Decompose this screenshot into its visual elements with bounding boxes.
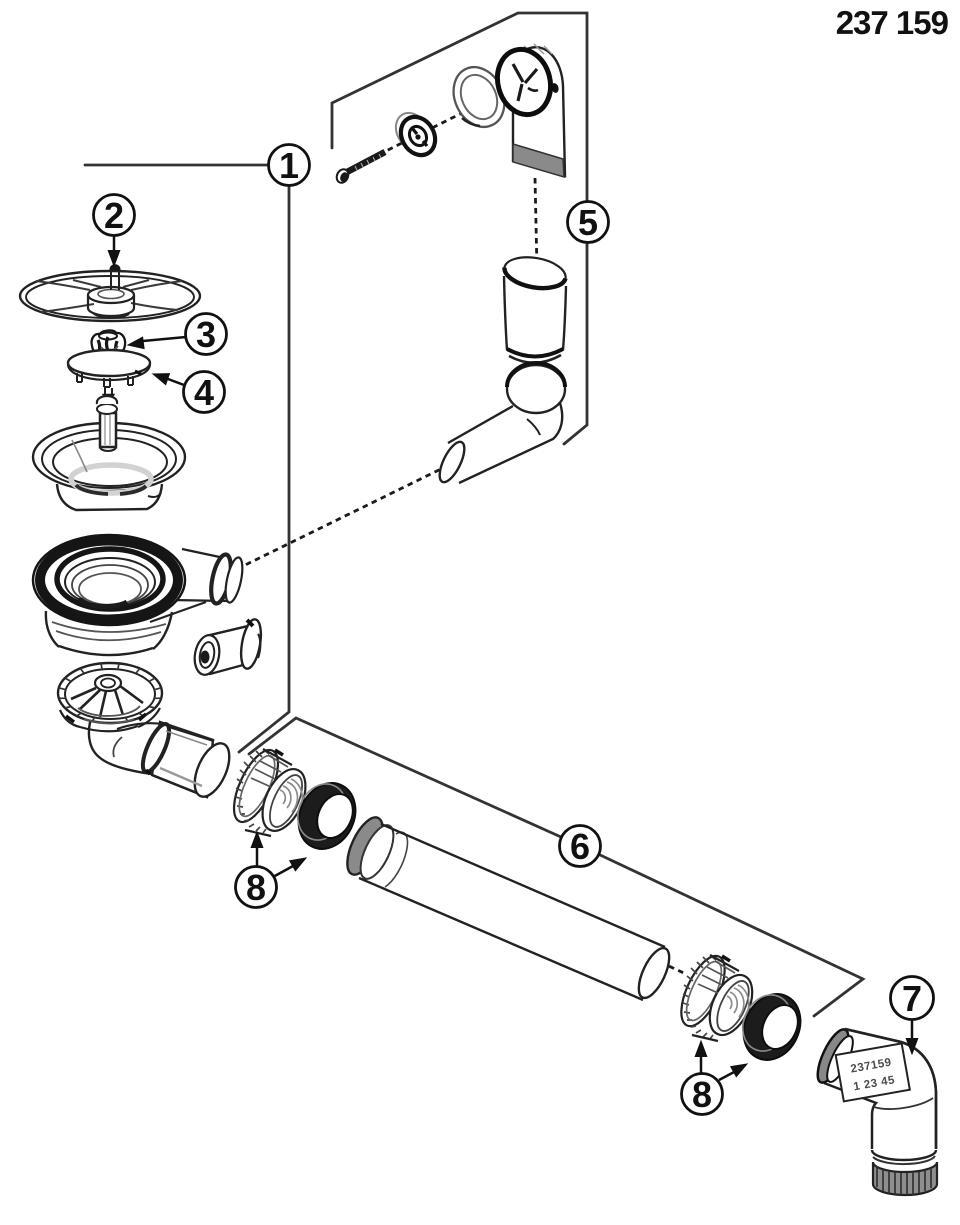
svg-text:7: 7 bbox=[902, 978, 922, 1019]
svg-text:5: 5 bbox=[578, 202, 598, 243]
svg-text:8: 8 bbox=[246, 867, 266, 908]
svg-text:8: 8 bbox=[692, 1074, 712, 1115]
svg-text:3: 3 bbox=[196, 314, 216, 355]
svg-text:2: 2 bbox=[104, 195, 124, 236]
svg-text:1: 1 bbox=[279, 145, 299, 186]
svg-text:237 159: 237 159 bbox=[836, 4, 949, 41]
svg-text:6: 6 bbox=[570, 826, 590, 867]
svg-text:4: 4 bbox=[194, 372, 214, 413]
